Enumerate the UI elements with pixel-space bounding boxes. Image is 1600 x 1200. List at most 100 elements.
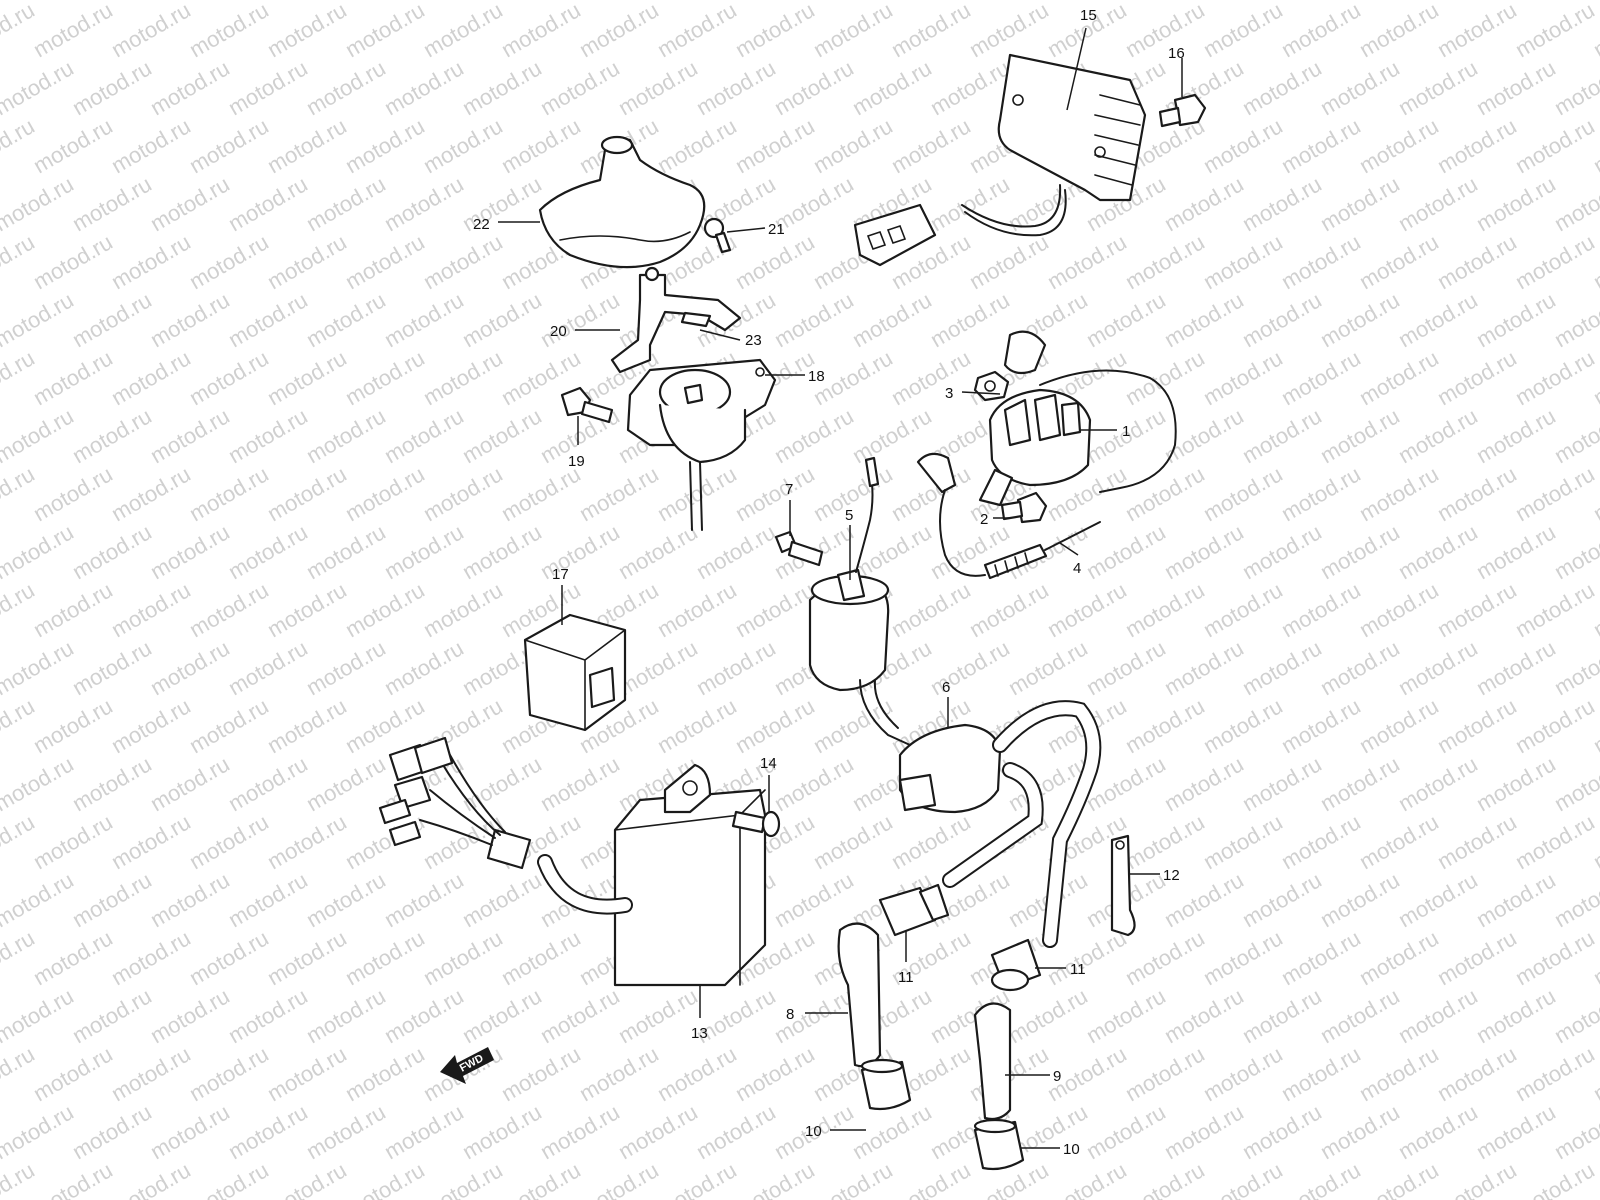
watermark-text: motod.ru	[1121, 693, 1209, 758]
watermark-text: motod.ru	[29, 461, 117, 526]
watermark-text: motod.ru	[29, 925, 117, 990]
watermark-text: motod.ru	[185, 0, 273, 62]
watermark-text: motod.ru	[770, 403, 858, 468]
wiring-harness	[378, 736, 633, 915]
watermark-text: motod.ru	[614, 1099, 702, 1164]
watermark-text: motod.ru	[1004, 983, 1092, 1048]
watermark-text: motod.ru	[263, 1157, 351, 1200]
watermark-text: motod.ru	[926, 635, 1014, 700]
watermark-text: motod.ru	[302, 403, 390, 468]
watermark-text: motod.ru	[107, 113, 195, 178]
part-4-lead-wire	[916, 452, 1101, 580]
callout-10-right: 10	[1063, 1141, 1080, 1158]
watermark-text: motod.ru	[185, 113, 273, 178]
callout-11-right: 11	[1070, 961, 1086, 978]
watermark-text: motod.ru	[497, 1157, 585, 1200]
watermark-text: motod.ru	[146, 0, 234, 4]
watermark-text: motod.ru	[107, 577, 195, 642]
watermark-text: motod.ru	[1199, 577, 1287, 642]
watermark-text: motod.ru	[692, 0, 780, 4]
watermark-text: motod.ru	[68, 1099, 156, 1164]
watermark-text: motod.ru	[1394, 983, 1482, 1048]
watermark-text: motod.ru	[263, 809, 351, 874]
watermark-text: motod.ru	[1199, 1041, 1287, 1106]
watermark-text: motod.ru	[0, 1099, 78, 1164]
watermark-text: motod.ru	[1472, 519, 1560, 584]
watermark-text: motod.ru	[1511, 577, 1599, 642]
callout-19: 19	[568, 453, 585, 470]
watermark-text: motod.ru	[146, 751, 234, 816]
part-19-bolt	[560, 386, 614, 424]
watermark-text: motod.ru	[653, 461, 741, 526]
watermark-text: motod.ru	[68, 55, 156, 120]
watermark-text: motod.ru	[263, 113, 351, 178]
watermark-text: motod.ru	[770, 55, 858, 120]
watermark-text: motod.ru	[1199, 113, 1287, 178]
watermark-text: motod.ru	[107, 345, 195, 410]
part-16-bolt	[1158, 93, 1207, 128]
watermark-text: motod.ru	[341, 0, 429, 62]
watermark-text: motod.ru	[1238, 171, 1326, 236]
watermark-text: motod.ru	[1238, 403, 1326, 468]
watermark-text: motod.ru	[146, 983, 234, 1048]
watermark-text: motod.ru	[341, 345, 429, 410]
watermark-text: motod.ru	[0, 229, 39, 294]
callout-13: 13	[691, 1025, 708, 1042]
watermark-text: motod.ru	[887, 577, 975, 642]
watermark-text: motod.ru	[302, 55, 390, 120]
watermark-text: motod.ru	[1121, 229, 1209, 294]
watermark-text: motod.ru	[263, 229, 351, 294]
watermark-text: motod.ru	[1199, 461, 1287, 526]
part-1-starter-relay	[978, 330, 1177, 507]
watermark-text: motod.ru	[1550, 519, 1600, 584]
watermark-text: motod.ru	[224, 983, 312, 1048]
watermark-text: motod.ru	[0, 113, 39, 178]
watermark-text: motod.ru	[68, 171, 156, 236]
watermark-text: motod.ru	[458, 983, 546, 1048]
watermark-text: motod.ru	[458, 287, 546, 352]
watermark-text: motod.ru	[224, 287, 312, 352]
part-10-seal	[973, 1118, 1025, 1171]
callout-1: 1	[1122, 423, 1130, 440]
watermark-text: motod.ru	[926, 0, 1014, 4]
watermark-text: motod.ru	[1238, 287, 1326, 352]
watermark-text: motod.ru	[1316, 519, 1404, 584]
watermark-text: motod.ru	[1316, 171, 1404, 236]
watermark-text: motod.ru	[458, 171, 546, 236]
watermark-text: motod.ru	[887, 1157, 975, 1200]
watermark-text: motod.ru	[185, 1041, 273, 1106]
watermark-text: motod.ru	[575, 1041, 663, 1106]
watermark-text: motod.ru	[1199, 0, 1287, 62]
watermark-text: motod.ru	[1082, 983, 1170, 1048]
watermark-text: motod.ru	[1394, 867, 1482, 932]
watermark-text: motod.ru	[731, 461, 819, 526]
watermark-text: motod.ru	[302, 751, 390, 816]
watermark-text: motod.ru	[29, 577, 117, 642]
watermark-text: motod.ru	[185, 1157, 273, 1200]
watermark-text: motod.ru	[1160, 171, 1248, 236]
watermark-text: motod.ru	[1394, 403, 1482, 468]
watermark-text: motod.ru	[1238, 1099, 1326, 1164]
watermark-text: motod.ru	[185, 809, 273, 874]
watermark-text: motod.ru	[1316, 0, 1404, 4]
watermark-text: motod.ru	[1550, 867, 1600, 932]
watermark-text: motod.ru	[1199, 925, 1287, 990]
watermark-text: motod.ru	[29, 229, 117, 294]
watermark-text: motod.ru	[848, 287, 936, 352]
watermark-text: motod.ru	[1199, 1157, 1287, 1200]
watermark-text: motod.ru	[1355, 345, 1443, 410]
part-20-bracket	[610, 266, 742, 374]
watermark-text: motod.ru	[770, 751, 858, 816]
watermark-text: motod.ru	[1394, 0, 1482, 4]
part-11-ring	[990, 938, 1042, 992]
watermark-text: motod.ru	[0, 577, 39, 642]
watermark-text: motod.ru	[926, 171, 1014, 236]
watermark-text: motod.ru	[1082, 635, 1170, 700]
watermark-text: motod.ru	[1550, 1099, 1600, 1164]
watermark-text: motod.ru	[1277, 925, 1365, 990]
watermark-text: motod.ru	[536, 55, 624, 120]
callout-21: 21	[768, 221, 785, 238]
watermark-text: motod.ru	[1121, 345, 1209, 410]
watermark-text: motod.ru	[0, 345, 39, 410]
watermark-text: motod.ru	[458, 867, 546, 932]
